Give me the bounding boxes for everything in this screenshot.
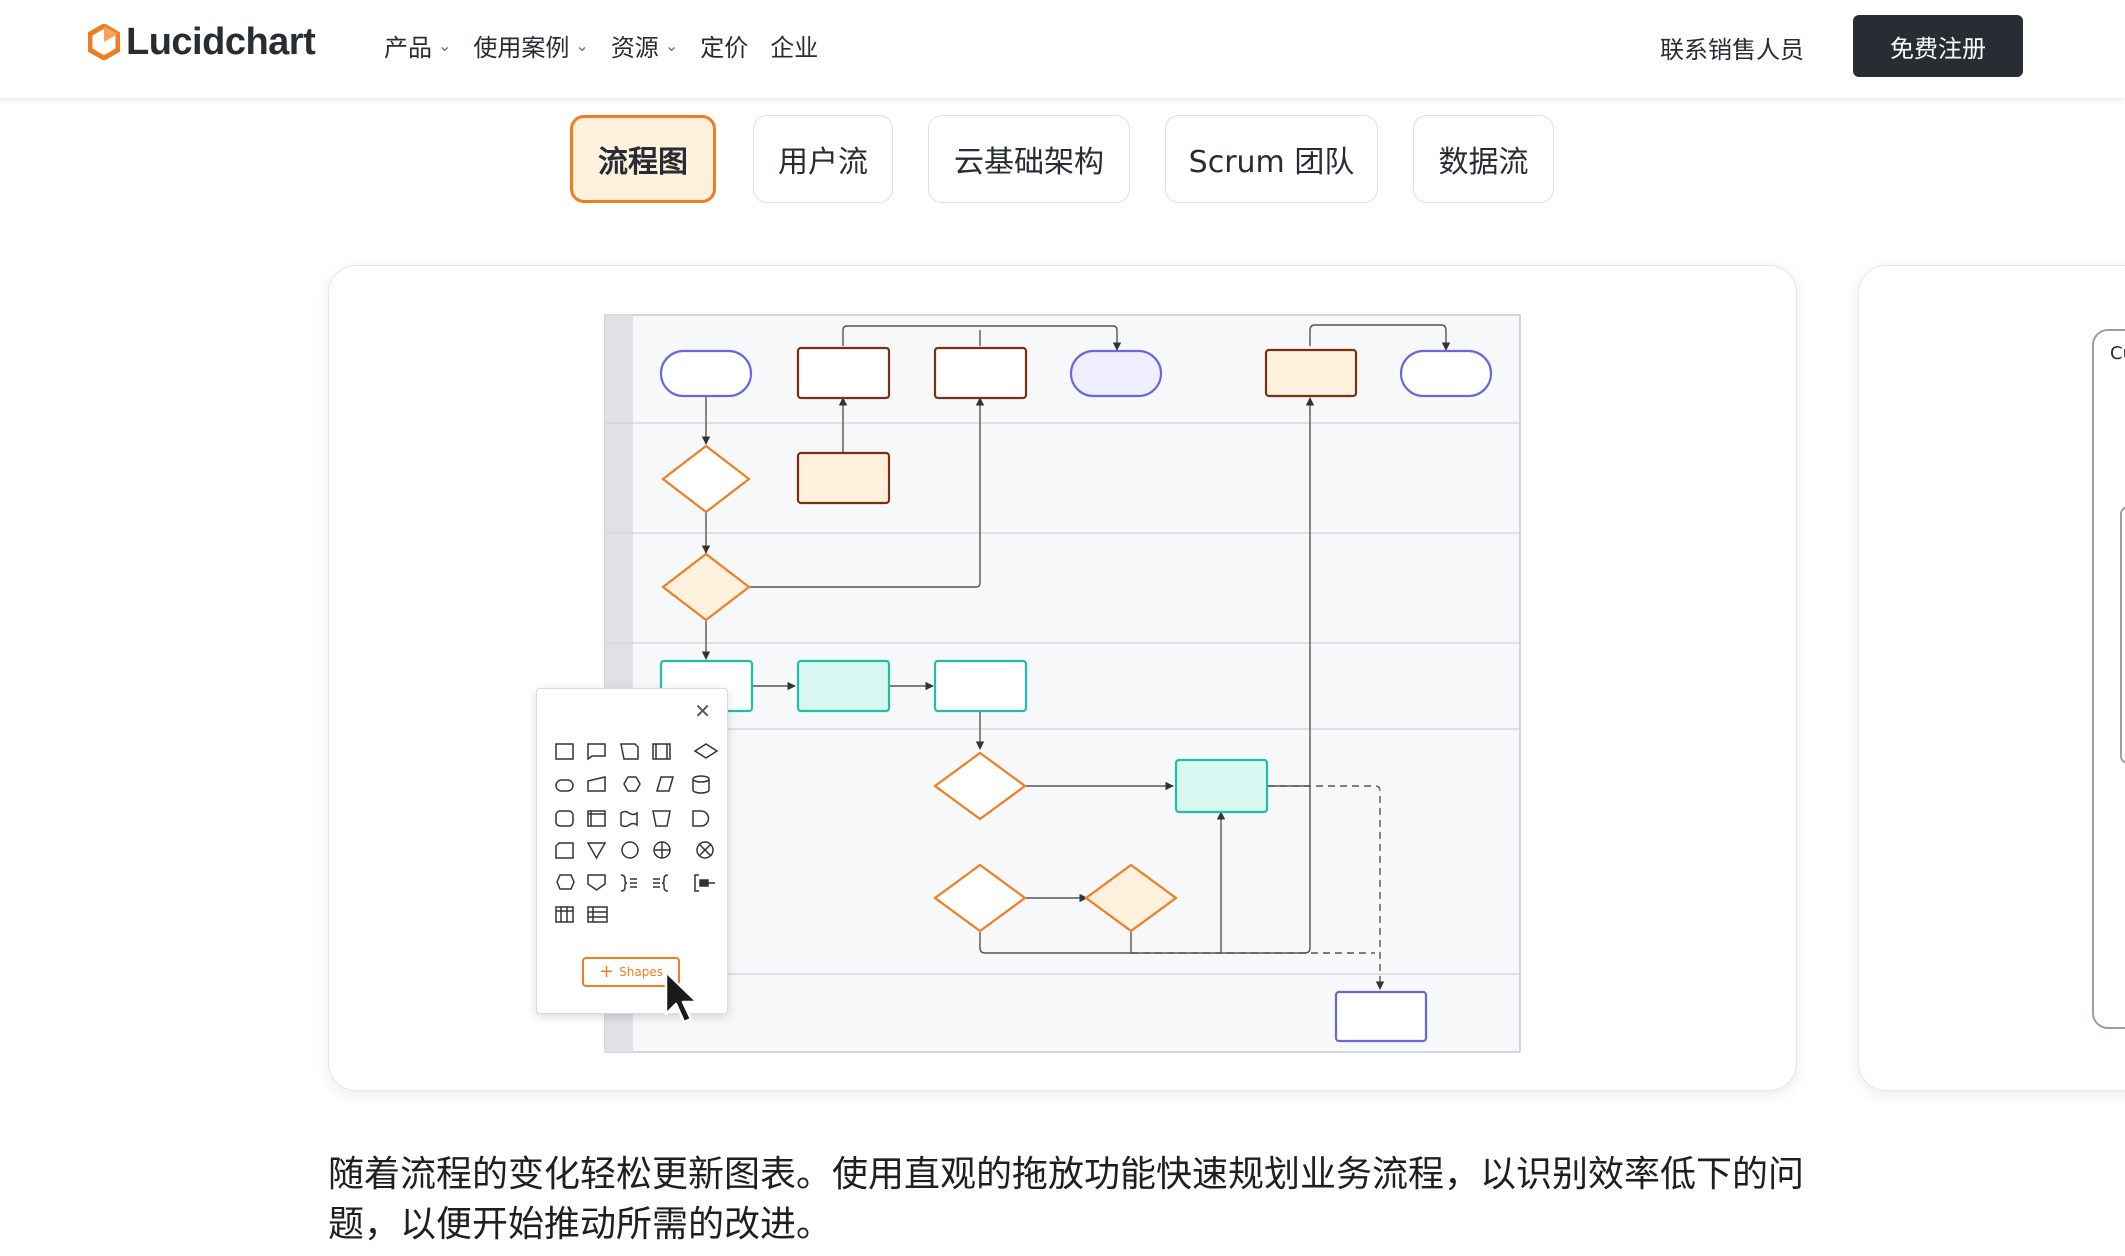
chevron-down-icon: ⌄ — [438, 36, 452, 55]
diagram-canvas — [604, 314, 1521, 1053]
nav-label: 产品 — [384, 34, 432, 62]
nav-label: 资源 — [610, 34, 659, 62]
dashed-connectors — [1131, 785, 1385, 990]
lucidchart-logo-icon — [88, 24, 120, 60]
shape-library-grid — [555, 743, 719, 923]
contact-sales-link[interactable]: 联系销售人员 — [1660, 36, 1804, 64]
shape-delay-icon[interactable] — [692, 810, 710, 827]
shape-off-page-icon[interactable] — [587, 874, 606, 891]
shape-summing-junction-icon[interactable] — [696, 841, 714, 859]
shapes-palette[interactable]: ✕ — [536, 688, 728, 1014]
nav-label: 定价 — [700, 34, 749, 62]
tab-data-flow[interactable]: 数据流 — [1413, 115, 1554, 203]
next-slide-partial-text: Cu — [2110, 343, 2125, 364]
swimlane-dividers — [605, 422, 1520, 975]
shape-process-icon[interactable] — [652, 743, 671, 760]
plus-icon: + — [599, 961, 615, 982]
shape-rounded-rect-icon[interactable] — [555, 810, 574, 827]
chevron-down-icon: ⌄ — [664, 36, 679, 55]
add-shapes-button[interactable]: + Shapes — [582, 957, 680, 987]
shape-table-icon[interactable] — [555, 906, 574, 923]
shape-data-icon[interactable] — [656, 776, 674, 792]
shape-bracket-note-icon[interactable] — [694, 874, 699, 892]
shape-merge-icon[interactable] — [586, 842, 607, 860]
shape-database-icon[interactable] — [692, 775, 710, 794]
next-slide-card[interactable]: Cu — [1858, 265, 2125, 1091]
shape-display-icon[interactable] — [556, 874, 575, 890]
nav-products[interactable]: 产品 ⌄ — [384, 28, 451, 63]
shape-annotation-icon[interactable] — [620, 874, 628, 892]
shape-tape-icon[interactable] — [620, 810, 638, 828]
nav-use-cases[interactable]: 使用案例 ⌄ — [473, 28, 588, 63]
shape-document-icon[interactable] — [620, 743, 639, 760]
decision-shapes — [661, 444, 1178, 933]
shape-decision-icon[interactable] — [693, 743, 719, 759]
flowchart-description: 随着流程的变化轻松更新图表。使用直观的拖放功能快速规划业务流程，以识别效率低下的… — [328, 1154, 1805, 1245]
nav-label: 使用案例 — [473, 34, 570, 62]
nav-pricing[interactable]: 定价 — [700, 28, 748, 63]
shape-manual-input-icon[interactable] — [587, 776, 606, 792]
chevron-down-icon: ⌄ — [575, 36, 589, 55]
lucidchart-logo[interactable]: Lucidchart — [88, 20, 316, 64]
nav-enterprise[interactable]: 企业 — [770, 28, 818, 63]
nav-label: 企业 — [770, 34, 819, 62]
shape-rectangle-icon[interactable] — [555, 743, 574, 760]
tab-flowchart[interactable]: 流程图 — [570, 115, 716, 203]
end-process-shape — [1334, 990, 1428, 1043]
process-shapes — [796, 346, 1358, 505]
shape-preparation-icon[interactable] — [623, 776, 641, 792]
nav-resources[interactable]: 资源 ⌄ — [611, 28, 678, 63]
mouse-cursor-icon — [664, 970, 699, 1024]
tab-user-flow[interactable]: 用户流 — [753, 115, 893, 203]
main-nav: 产品 ⌄ 使用案例 ⌄ 资源 ⌄ 定价 企业 — [384, 28, 818, 63]
tab-scrum-team[interactable]: Scrum 团队 — [1165, 115, 1378, 203]
close-icon[interactable]: ✕ — [694, 699, 711, 723]
next-slide-preview: Cu — [2092, 329, 2125, 1029]
logo-text: Lucidchart — [126, 20, 316, 63]
use-case-tabs: 流程图 用户流 云基础架构 Scrum 团队 数据流 — [0, 115, 2125, 205]
shape-connector-icon[interactable] — [621, 841, 639, 859]
signup-button[interactable]: 免费注册 — [1853, 15, 2023, 77]
shape-card-icon[interactable] — [555, 842, 574, 859]
terminator-shapes — [659, 349, 1493, 398]
site-header: Lucidchart 产品 ⌄ 使用案例 ⌄ 资源 ⌄ 定价 企业 联系销售人员… — [0, 0, 2125, 98]
add-shapes-label: Shapes — [619, 965, 663, 979]
shape-note-icon[interactable] — [587, 743, 606, 761]
shape-list-table-icon[interactable] — [587, 906, 608, 923]
shape-manual-operation-icon[interactable] — [652, 810, 671, 827]
tab-cloud-infrastructure[interactable]: 云基础架构 — [928, 115, 1130, 203]
shape-internal-storage-icon[interactable] — [587, 810, 606, 827]
shape-terminator-icon[interactable] — [555, 779, 574, 792]
